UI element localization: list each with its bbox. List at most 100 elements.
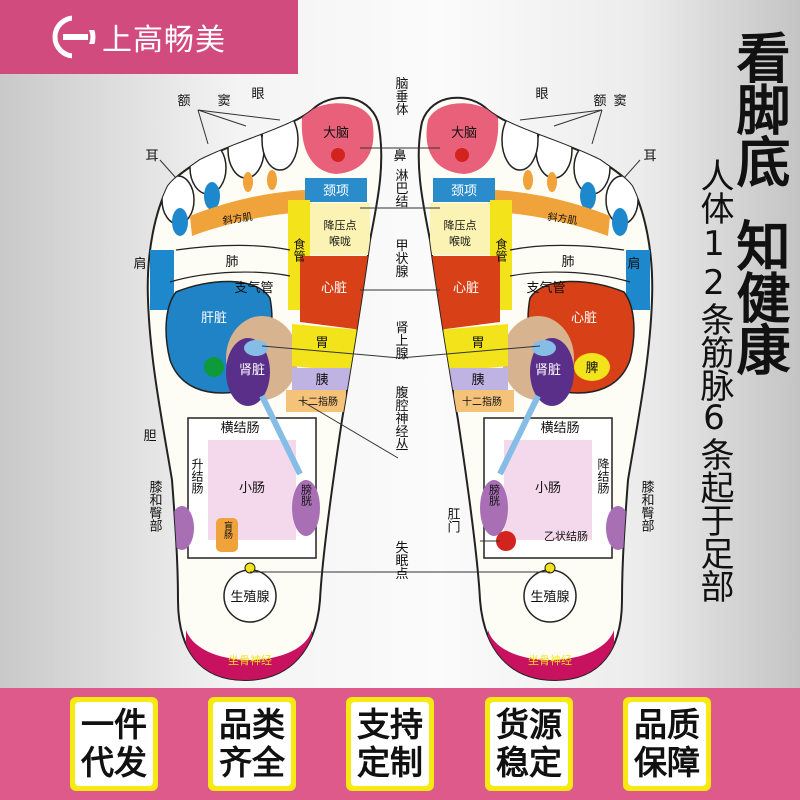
left-shoulder-zone [150, 250, 174, 310]
right-sciatic-label: 坐骨神经 [528, 653, 572, 667]
e-logo-icon [52, 15, 96, 59]
left-duodenum-zone [286, 390, 346, 412]
right-bp-zone [430, 203, 490, 255]
right-toe-3 [535, 121, 573, 179]
headline-col1: 看脚底 [727, 30, 790, 186]
left-ear-zone [172, 208, 188, 236]
headline-sub1: 人体12条筋脉 [694, 158, 734, 401]
right-knee-label: 膝和臀部 [639, 480, 655, 532]
left-appendix-zone [216, 518, 238, 552]
right-spleen-label: 脾 [585, 361, 598, 376]
left-bronchus-label: 支气管 [234, 280, 273, 296]
right-neck-label: 颈项 [451, 184, 477, 199]
right-shoulder-zone [626, 250, 650, 310]
left-shoulder-label: 肩 [133, 256, 146, 272]
center-labels: 脑垂体 鼻 淋巴结 甲状腺 肾上腺 腹腔神经丛 失眠点 [393, 77, 409, 580]
left-foot: 大脑 颈项 斜方肌 降压点 喉咙 食管 肺 支气管 心脏 肝脏 肾脏 胃 胰 十… [146, 96, 383, 682]
right-spleen-zone [574, 353, 610, 381]
lymph-label: 淋巴结 [393, 169, 409, 208]
right-lung-label: 肺 [561, 255, 574, 270]
left-appendix-label: 盲肠 [222, 520, 233, 540]
left-pancreas-zone [292, 368, 350, 390]
badge-custom: 支持定制 [346, 697, 434, 791]
right-sinus-label: 窦 [613, 94, 626, 109]
badge-4-line2: 稳定 [496, 743, 562, 782]
right-stomach-label: 胃 [471, 336, 484, 351]
left-neck-label: 颈项 [323, 184, 349, 199]
left-kidney-label: 肾脏 [239, 363, 265, 378]
right-bladder-zone [480, 480, 508, 536]
left-liver-label: 肝脏 [201, 311, 227, 326]
left-bladder-zone [292, 480, 320, 536]
right-bronchus-label: 支气管 [526, 280, 565, 296]
badge-3-line2: 定制 [357, 743, 423, 782]
right-heart-band [430, 256, 500, 330]
left-forehead-label: 额 [177, 94, 190, 109]
right-trapezius-zone [495, 190, 610, 236]
left-brain-label: 大脑 [323, 126, 349, 141]
badge-dropship: 一件代发 [70, 697, 158, 791]
left-esophagus-label: 食管 [292, 237, 306, 263]
badge-5-line2: 保障 [634, 743, 700, 782]
right-shoulder-label: 肩 [627, 256, 640, 272]
nose-label: 鼻 [393, 148, 406, 164]
foot-reflexology-diagram: 大脑 颈项 斜方肌 降压点 喉咙 食管 肺 支气管 心脏 肝脏 肾脏 胃 胰 十… [133, 77, 657, 682]
right-brain-label: 大脑 [451, 126, 477, 141]
right-esophagus-label: 食管 [494, 237, 508, 263]
right-toe-2 [501, 109, 539, 171]
right-pancreas-zone [450, 368, 508, 390]
badge-quality: 品质保障 [623, 697, 711, 791]
adrenal-label: 肾上腺 [393, 321, 409, 360]
left-gallbladder-zone [204, 357, 224, 377]
right-descending-label: 降结肠 [596, 458, 610, 494]
left-bladder-label: 膀胱 [300, 483, 313, 507]
leader-lines [159, 109, 641, 573]
right-anus-label: 肛门 [445, 507, 461, 533]
right-sinus-zone [580, 182, 596, 210]
right-trapezius-label: 斜方肌 [547, 210, 579, 227]
right-kidney-label: 肾脏 [535, 363, 561, 378]
left-brain-zone [301, 103, 374, 174]
right-throat-label: 喉咙 [449, 234, 471, 248]
left-gallbladder-label: 胆 [143, 429, 156, 444]
right-bp-label: 降压点 [444, 218, 477, 232]
badge-4-line1: 货源 [496, 705, 562, 744]
right-gonad-label: 生殖腺 [530, 589, 569, 605]
right-stomach-zone [438, 324, 508, 372]
right-ear-zone [612, 208, 628, 236]
right-foot: 大脑 颈项 斜方肌 降压点 喉咙 食管 肺 支气管 心脏 心脏 肾脏 脾 胃 胰… [417, 96, 654, 682]
celiac-label: 腹腔神经丛 [393, 385, 409, 451]
right-eye-label: 眼 [535, 87, 548, 102]
badge-variety: 品类齐全 [208, 697, 296, 791]
left-bp-zone [310, 203, 370, 255]
pituitary-label: 脑垂体 [393, 77, 409, 116]
left-knee-label: 膝和臀部 [147, 480, 163, 532]
right-transverse-label: 横结肠 [540, 421, 579, 436]
left-duodenum-label: 十二指肠 [298, 395, 338, 408]
left-transverse-label: 横结肠 [220, 421, 259, 436]
right-bladder-label: 膀胱 [488, 483, 501, 507]
badge-2-line1: 品类 [219, 705, 285, 744]
badge-supply: 货源稳定 [485, 697, 573, 791]
right-small-intestine-zone [504, 440, 592, 540]
right-sigmoid-label: 乙状结肠 [544, 529, 588, 543]
headline-col2: 知健康 [727, 218, 790, 374]
right-brain-zone [426, 103, 499, 174]
thyroid-label: 甲状腺 [393, 239, 409, 278]
left-stomach-label: 胃 [315, 336, 328, 351]
left-pancreas-label: 胰 [315, 373, 328, 388]
right-pancreas-label: 胰 [471, 373, 484, 388]
left-toe-2 [261, 109, 299, 171]
left-trapezius-label: 斜方肌 [222, 210, 254, 227]
badge-2-line2: 齐全 [219, 743, 285, 782]
left-neck-zone [305, 178, 367, 202]
insomnia-label: 失眠点 [393, 541, 409, 580]
brand-header: 上高畅美 [0, 0, 298, 74]
left-lung-label: 肺 [225, 255, 238, 270]
left-eye-label: 眼 [251, 87, 264, 102]
badge-1-line1: 一件 [81, 705, 147, 744]
badge-5-line1: 品质 [634, 705, 700, 744]
left-throat-label: 喉咙 [329, 234, 351, 248]
headline-sub2: 6条起于足部 [694, 398, 734, 602]
right-neck-zone [433, 178, 495, 202]
